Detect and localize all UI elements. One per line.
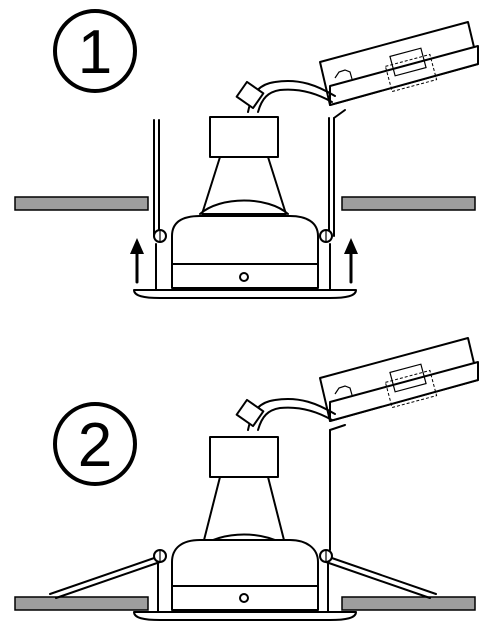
cable-sleeve [235,80,265,110]
ceiling-panel-right [341,596,476,611]
lamp-housing [171,539,319,611]
step-1-number: 1 [78,18,112,87]
cable [257,406,333,431]
trim-ring [133,289,357,299]
ceiling-panel-right [341,196,476,211]
step-2-number: 2 [78,411,112,480]
lamp-reflector [201,156,287,215]
screw-icon [239,272,249,282]
lamp-socket [209,436,279,478]
cable [257,88,333,113]
spring-clip-icon [49,549,167,613]
ceiling-panel-left [14,196,149,211]
spring-clip-icon [153,119,167,291]
step-2-badge: 2 [53,402,137,486]
spring-clip-icon [319,117,335,291]
step-2-panel: 2 [14,337,479,621]
trim-ring [133,611,357,621]
transformer-icon [319,21,479,106]
cable-sleeve [235,398,265,428]
step-1-panel: 1 [14,9,479,299]
transformer-icon [319,337,479,422]
ceiling-panel-left [14,596,149,611]
lamp-reflector [201,476,287,549]
step-1-badge: 1 [53,9,137,93]
screw-icon [239,593,249,603]
arrow-up-icon [344,238,358,284]
lamp-socket [209,116,279,158]
lamp-housing [171,215,319,289]
spring-clip-icon [319,549,437,613]
arrow-up-icon [130,238,144,284]
